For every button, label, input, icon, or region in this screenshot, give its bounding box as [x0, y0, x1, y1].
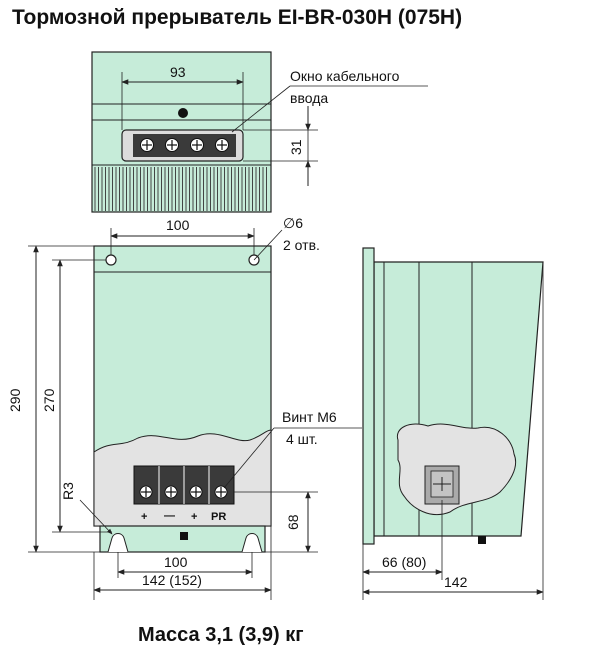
- dim-66-label: 66 (80): [382, 554, 426, 570]
- cable-window-label: Окно кабельного: [290, 68, 400, 84]
- bottom-slot: [107, 533, 129, 553]
- leader-line: [79, 499, 113, 535]
- dim-290-label: 290: [7, 388, 23, 412]
- cable-window-label: ввода: [290, 90, 328, 106]
- mass-label: Масса 3,1 (3,9) кг: [138, 624, 304, 646]
- hole-count-label: 2 отв.: [283, 237, 320, 253]
- leader-line: [231, 85, 291, 133]
- mounting-hole: [105, 254, 117, 266]
- dim-142-side-label: 142: [444, 574, 468, 590]
- dim-93-label: 93: [170, 64, 186, 80]
- top-terminal-block: [133, 134, 236, 157]
- dim-31-label: 31: [288, 139, 304, 155]
- top-terminals: [140, 138, 229, 152]
- hole-diameter-label: ∅6: [283, 215, 303, 231]
- dim-68-label: 68: [285, 514, 301, 530]
- front-view: + — + PR 100 ∅6 2 отв. 290 270 R3 Винт М…: [7, 215, 362, 600]
- dim-270-label: 270: [41, 388, 57, 412]
- screw-count-label: 4 шт.: [286, 431, 318, 447]
- side-mounting-plate: [362, 247, 375, 545]
- terminal-label-minus: —: [164, 510, 175, 522]
- dim-142-front-label: 142 (152): [142, 572, 202, 588]
- heatsink-fins: [94, 167, 267, 211]
- terminal-label-plus-2: +: [191, 511, 197, 523]
- bottom-slot: [241, 533, 263, 553]
- screw-label: Винт М6: [282, 409, 337, 425]
- top-view: 93 31 Окно кабельного ввода: [91, 51, 428, 213]
- side-bottom-marker: [478, 536, 486, 544]
- bottom-marker: [180, 532, 188, 540]
- dim-100-top-label: 100: [166, 217, 190, 233]
- radius-label: R3: [60, 482, 76, 500]
- dim-100-bottom-label: 100: [164, 554, 188, 570]
- leader-line: [223, 427, 275, 489]
- top-view-screw: [178, 108, 188, 118]
- side-view: 66 (80) 142: [362, 247, 544, 600]
- terminal-label-pr: PR: [211, 511, 226, 523]
- terminal-label-plus: +: [141, 511, 147, 523]
- page-title: Тормозной прерыватель EI-BR-030H (075H): [12, 6, 463, 29]
- leader-line: [253, 229, 283, 261]
